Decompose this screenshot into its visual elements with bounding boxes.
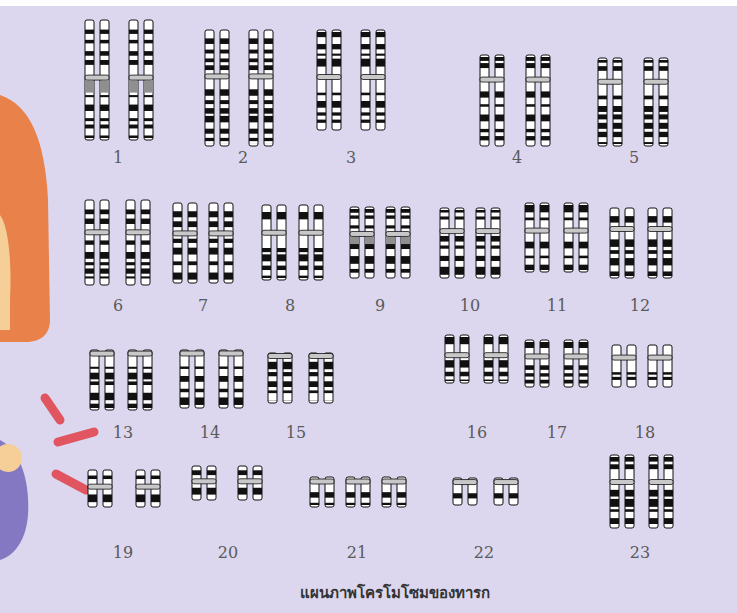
chromosome <box>350 207 374 278</box>
chromosome <box>610 455 634 528</box>
chromosome <box>644 58 668 146</box>
chromosome-number: 10 <box>460 298 480 314</box>
chromosome <box>88 470 112 507</box>
chromosome-number: 20 <box>218 545 238 561</box>
chromosome <box>480 55 504 146</box>
chromosome <box>564 203 588 272</box>
chromosome <box>209 203 233 283</box>
chromosome <box>90 350 114 410</box>
chromosome-number: 1 <box>113 150 123 166</box>
chromosome <box>612 345 636 387</box>
chromosome-number: 19 <box>113 545 133 561</box>
chromosome <box>85 20 109 140</box>
chromosome-number: 2 <box>238 150 248 166</box>
chromosome <box>309 353 333 403</box>
chromosome <box>445 335 469 383</box>
chromosome <box>310 477 334 507</box>
chromosome <box>238 466 262 500</box>
chromosome <box>129 20 153 140</box>
chromosome <box>317 30 341 130</box>
background-panel <box>0 6 737 613</box>
chromosome <box>192 466 216 500</box>
chromosome-number: 4 <box>512 150 522 166</box>
chromosome <box>525 203 549 272</box>
chromosome <box>361 30 385 130</box>
chromosome <box>128 350 152 410</box>
chromosome <box>649 455 673 528</box>
chromosome <box>219 350 243 408</box>
girl-illustration <box>0 95 94 560</box>
chromosome <box>648 345 672 387</box>
chromosome <box>610 208 634 278</box>
chromosome-number: 5 <box>629 150 639 166</box>
chromosome-number: 21 <box>347 545 367 561</box>
chromosome <box>268 353 292 403</box>
chromosome <box>173 203 197 283</box>
chromosome <box>526 55 550 146</box>
chromosome-number: 11 <box>547 298 567 314</box>
chromosome <box>126 200 150 285</box>
chromosome <box>453 478 477 505</box>
chromosome-number: 15 <box>286 425 306 441</box>
chromosome <box>299 205 323 280</box>
chromosome-number: 23 <box>630 545 650 561</box>
chromosome-number: 17 <box>547 425 567 441</box>
chromosome <box>386 207 410 278</box>
chromosome <box>476 208 500 278</box>
chromosome-number: 8 <box>285 298 295 314</box>
chromosome-number: 16 <box>467 425 487 441</box>
chromosome-number: 13 <box>113 425 133 441</box>
chromosome-number: 14 <box>200 425 220 441</box>
chromosome <box>494 478 518 505</box>
caption: แผนภาพโครโมโซมของทารก <box>300 584 490 604</box>
chromosome <box>205 30 229 146</box>
chromosome-number: 7 <box>198 298 208 314</box>
chromosome-number: 3 <box>346 150 356 166</box>
chromosome <box>85 200 109 285</box>
chromosome <box>484 335 508 383</box>
chromosome <box>262 205 286 280</box>
chromosome-number: 12 <box>630 298 650 314</box>
chromosome <box>382 477 406 507</box>
chromosome <box>648 208 672 278</box>
chromosome <box>525 340 549 387</box>
chromosome-number: 22 <box>474 545 494 561</box>
chromosome-number: 9 <box>375 298 385 314</box>
chromosome <box>440 208 464 278</box>
chromosome <box>249 30 273 146</box>
chromosome-number: 6 <box>113 298 123 314</box>
chromosome <box>180 350 204 408</box>
chromosome <box>598 58 622 146</box>
chromosome <box>346 477 370 507</box>
chromosome-number: 18 <box>635 425 655 441</box>
chromosome <box>136 470 160 507</box>
chromosome <box>564 340 588 387</box>
chromosome-set <box>85 20 673 528</box>
